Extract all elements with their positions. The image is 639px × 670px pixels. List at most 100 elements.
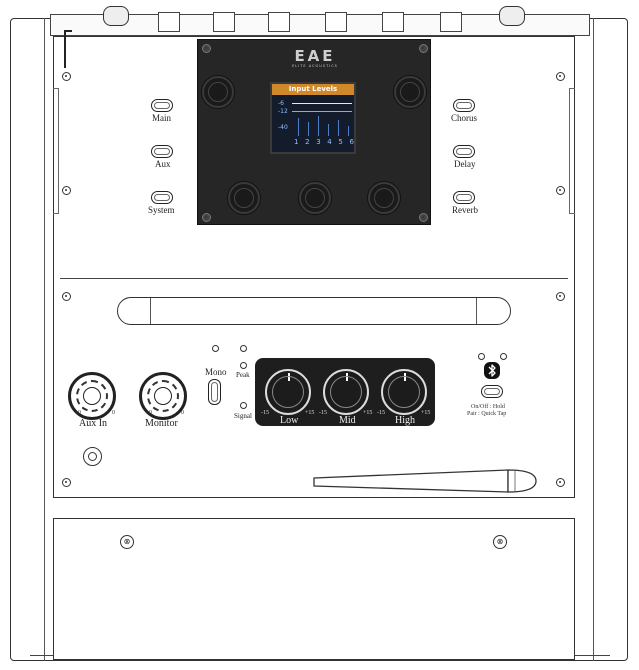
slot-divider-left — [150, 298, 151, 324]
channel-numbers: 1 2 3 4 5 6 — [294, 138, 354, 146]
eq-low-min: -15 — [261, 410, 269, 416]
peak-led — [240, 362, 247, 369]
led-top-left — [212, 345, 219, 352]
eq-high-min: -15 — [377, 410, 385, 416]
wireless-microphone — [310, 468, 538, 494]
panel-screw — [556, 478, 565, 487]
cabinet-left-edge — [10, 18, 45, 661]
module-knob-bottom-left[interactable] — [228, 182, 260, 214]
panel-divider — [60, 278, 568, 279]
module-screw — [202, 44, 211, 53]
module-knob-bottom-center[interactable] — [299, 182, 331, 214]
panel-screw — [556, 186, 565, 195]
bt-led-left — [478, 353, 485, 360]
module-screw — [202, 213, 211, 222]
mono-label: Mono — [205, 367, 227, 377]
panel-screw — [62, 186, 71, 195]
cabinet-right-edge — [593, 18, 628, 661]
brand-logo-mark: EAE — [294, 47, 336, 65]
peak-line — [292, 103, 352, 104]
channel-2-label: 2 — [305, 138, 310, 146]
reverb-button[interactable] — [453, 191, 475, 204]
panel-slot — [117, 297, 511, 325]
eq-mid-label: Mid — [339, 415, 356, 426]
aux-in-min: 10 — [75, 410, 81, 416]
system-button[interactable] — [151, 191, 173, 204]
delay-button[interactable] — [453, 145, 475, 158]
chorus-button[interactable] — [453, 99, 475, 112]
aux-in-knob[interactable] — [68, 372, 116, 420]
level-label-6: -6 — [278, 100, 284, 107]
top-connector-4 — [325, 12, 347, 32]
signal-label: Signal — [234, 412, 252, 420]
channel-1-label: 1 — [294, 138, 299, 146]
channel-4-label: 4 — [327, 138, 332, 146]
main-button[interactable] — [151, 99, 173, 112]
top-knob-left[interactable] — [103, 6, 129, 26]
aux-button-label: Aux — [155, 159, 171, 169]
monitor-knob[interactable] — [139, 372, 187, 420]
peak-label: Peak — [236, 371, 250, 379]
level-label-12: -12 — [278, 108, 288, 115]
bluetooth-icon — [484, 362, 500, 379]
aux-button[interactable] — [151, 145, 173, 158]
reverb-button-label: Reverb — [452, 205, 478, 215]
panel-screw — [62, 478, 71, 487]
eq-mid-max: +15 — [363, 410, 373, 416]
top-connector-6 — [440, 12, 462, 32]
panel-screw — [556, 292, 565, 301]
top-connector-2 — [213, 12, 235, 32]
top-connector-1 — [158, 12, 180, 32]
eq-mid-min: -15 — [319, 410, 327, 416]
panel-screw — [62, 292, 71, 301]
warn-line — [292, 111, 352, 112]
channel-3-label: 3 — [316, 138, 321, 146]
panel-rib-right — [569, 88, 575, 214]
mono-switch-inner — [211, 382, 218, 402]
screen-title: Input Levels — [272, 84, 354, 95]
module-knob-bottom-right[interactable] — [368, 182, 400, 214]
eq-high-max: +15 — [421, 410, 431, 416]
aux-in-label: Aux In — [79, 418, 108, 429]
chorus-button-label: Chorus — [451, 113, 478, 123]
microphone-shape — [313, 469, 537, 493]
top-knob-right[interactable] — [499, 6, 525, 26]
bluetooth-button[interactable] — [481, 385, 503, 398]
delay-button-label: Delay — [454, 159, 476, 169]
channel-6-label: 6 — [349, 138, 354, 146]
lower-grille-box — [53, 518, 575, 660]
monitor-max: 0 — [181, 410, 184, 416]
led-top-right — [240, 345, 247, 352]
module-knob-top-right[interactable] — [394, 76, 426, 108]
lcd-screen: Input Levels -6 -12 -40 1 2 3 4 5 6 — [270, 82, 356, 154]
eq-low-label: Low — [280, 415, 299, 426]
eq-low-knob[interactable] — [265, 369, 311, 415]
module-knob-top-left[interactable] — [202, 76, 234, 108]
aux-input-jack-core — [88, 452, 97, 461]
eq-panel: -15 +15 Low -15 +15 Mid -15 +15 High — [255, 358, 435, 426]
monitor-label: Monitor — [145, 418, 178, 429]
meter-bars — [292, 114, 352, 136]
panel-screw — [556, 72, 565, 81]
signal-led — [240, 402, 247, 409]
main-button-label: Main — [152, 113, 171, 123]
eq-mid-knob[interactable] — [323, 369, 369, 415]
grille-screw-right: ⊗ — [493, 535, 507, 549]
panel-rib-left — [53, 88, 59, 214]
aux-in-max: 0 — [112, 410, 115, 416]
top-connector-3 — [268, 12, 290, 32]
bt-led-right — [500, 353, 507, 360]
panel-screw — [62, 72, 71, 81]
channel-5-label: 5 — [338, 138, 343, 146]
eq-low-max: +15 — [305, 410, 315, 416]
brand-tagline: ELITE ACOUSTICS — [292, 64, 338, 68]
module-screw — [419, 213, 428, 222]
top-connector-5 — [382, 12, 404, 32]
eq-high-label: High — [395, 415, 415, 426]
eq-high-knob[interactable] — [381, 369, 427, 415]
system-button-label: System — [148, 205, 175, 215]
panel-cable — [64, 30, 72, 68]
slot-divider-right — [476, 298, 477, 324]
display-module: EAE ELITE ACOUSTICS Input Levels -6 -12 … — [197, 39, 431, 225]
level-label-40: -40 — [278, 124, 288, 131]
